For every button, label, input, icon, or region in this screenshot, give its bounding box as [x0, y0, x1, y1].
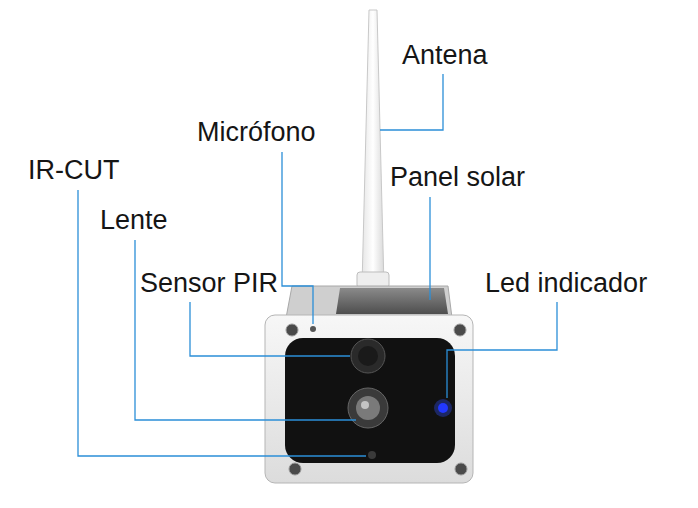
pir-sensor — [351, 339, 385, 373]
part-label: Panel solar — [390, 162, 525, 192]
lens — [348, 388, 388, 428]
part-label: Led indicador — [485, 268, 647, 298]
part-label: Micrófono — [197, 117, 316, 147]
antenna — [362, 10, 384, 286]
microphone-hole — [310, 326, 316, 332]
screw — [289, 463, 301, 475]
lens-glass — [356, 396, 380, 420]
leader-line — [282, 152, 313, 324]
screw — [454, 324, 466, 336]
screw — [286, 324, 298, 336]
part-label: Sensor PIR — [140, 268, 278, 298]
front-frame — [265, 315, 473, 483]
front-face — [285, 338, 455, 463]
led-glow — [434, 399, 452, 417]
leader-line — [429, 197, 430, 300]
part-label: IR-CUT — [28, 155, 119, 185]
screw — [455, 463, 467, 475]
leader-line — [78, 190, 366, 456]
led — [438, 403, 448, 413]
pir-sensor-inner — [358, 346, 378, 366]
lens-highlight — [361, 401, 369, 409]
leader-line — [447, 302, 557, 398]
leader-line — [380, 74, 443, 130]
part-label: Antena — [402, 40, 488, 70]
housing-top — [286, 286, 452, 318]
ir-cut-sensor — [368, 451, 376, 459]
leader-line — [135, 240, 356, 420]
leader-line — [190, 302, 350, 356]
part-label: Lente — [100, 205, 168, 235]
solar-panel — [336, 288, 448, 314]
